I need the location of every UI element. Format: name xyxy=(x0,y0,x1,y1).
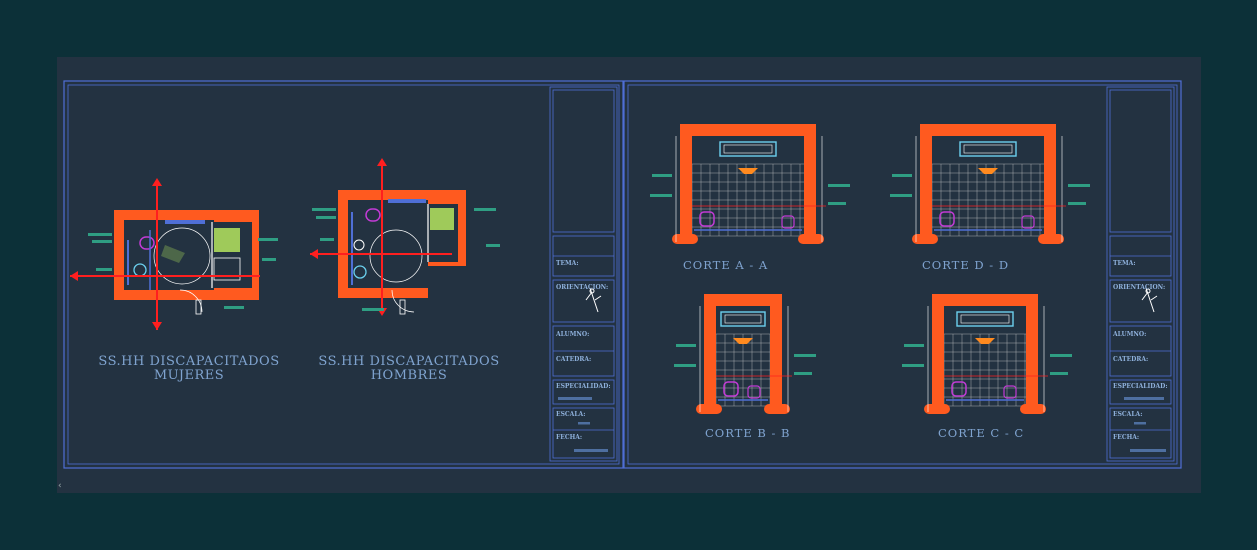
section-b xyxy=(674,294,816,414)
plan-title-hombres-line2: HOMBRES xyxy=(370,368,448,383)
title-block-fill-bars xyxy=(558,397,1166,452)
section-label-c: CORTE C - C xyxy=(938,426,1025,440)
tb-alumno-left: ALUMNO: xyxy=(556,331,590,338)
title-block-cells-right xyxy=(1109,235,1172,459)
section-label-a: CORTE A - A xyxy=(683,258,769,272)
plan-title-mujeres-line2: MUJERES xyxy=(153,368,225,383)
section-elevations xyxy=(650,124,1090,414)
plan-title-mujeres-line1: SS.HH DISCAPACITADOS xyxy=(98,354,280,369)
tb-catedra-right: CATEDRA: xyxy=(1113,356,1149,363)
tb-escala-right: ESCALA: xyxy=(1113,411,1143,418)
plan-title-hombres: SS.HH DISCAPACITADOS HOMBRES xyxy=(316,355,502,383)
tb-escala-left: ESCALA: xyxy=(556,411,586,418)
section-label-b: CORTE B - B xyxy=(705,426,791,440)
tb-orientacion-left: ORIENTACION: xyxy=(556,284,609,291)
tb-alumno-right: ALUMNO: xyxy=(1113,331,1147,338)
plan-title-hombres-line1: SS.HH DISCAPACITADOS xyxy=(318,354,500,369)
tb-fecha-left: FECHA: xyxy=(556,434,583,441)
title-block-cells-left xyxy=(552,235,615,459)
tb-tema-right: TEMA: xyxy=(1113,260,1136,267)
floor-plan-hombres xyxy=(310,158,500,316)
section-d xyxy=(890,124,1090,244)
section-a xyxy=(650,124,850,244)
plan-title-mujeres: SS.HH DISCAPACITADOS MUJERES xyxy=(96,355,282,383)
north-arrow-icon xyxy=(1141,287,1158,313)
ucs-marker-icon: ‹ xyxy=(58,481,62,491)
section-label-d: CORTE D - D xyxy=(922,258,1010,272)
tb-fecha-right: FECHA: xyxy=(1113,434,1140,441)
tb-catedra-left: CATEDRA: xyxy=(556,356,592,363)
tb-tema-left: TEMA: xyxy=(556,260,579,267)
floor-plan-mujeres xyxy=(70,178,278,330)
north-arrow-icon xyxy=(585,287,602,313)
sheet-frame-left xyxy=(63,80,624,469)
tb-orientacion-right: ORIENTACION: xyxy=(1113,284,1166,291)
sheet-frame-right xyxy=(623,80,1182,469)
tb-especialidad-left: ESPECIALIDAD: xyxy=(556,383,611,390)
tb-especialidad-right: ESPECIALIDAD: xyxy=(1113,383,1168,390)
section-c xyxy=(902,294,1072,414)
